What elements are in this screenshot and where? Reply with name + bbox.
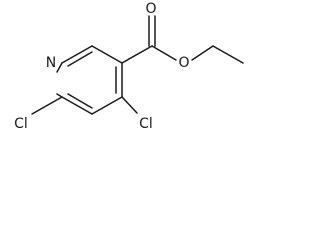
bond-c3-c4: [91, 45, 123, 64]
bond-ch2-to-ch3: [212, 45, 244, 64]
bond-ester-o-to-ch2: [191, 45, 214, 61]
bond-carbonyl-to-ester-o: [151, 45, 177, 61]
chlorine-right-label: Cl: [139, 116, 153, 132]
bond-c2-c3: [61, 45, 93, 64]
nitrogen-label: N: [46, 55, 56, 71]
chlorine-left-label: Cl: [14, 116, 28, 132]
bond-ring-to-ester: [121, 45, 153, 64]
bond-c6-c1-inner: [67, 93, 93, 109]
bond-c1-n: [56, 93, 63, 98]
substituent-bonds: [31, 15, 244, 115]
bond-c5-c6: [91, 96, 123, 115]
ester-oxygen-label: O: [178, 55, 189, 71]
carbonyl-oxygen-label: O: [145, 1, 156, 17]
bond-ring-to-cl-right: [121, 96, 138, 114]
bond-ring-to-cl-left: [31, 96, 63, 115]
bond-c2-c3-inner: [67, 51, 93, 67]
bond-n-c2: [56, 62, 63, 73]
pyridine-ring: [56, 45, 123, 115]
chemical-structure-diagram: N O O Cl Cl: [14, 1, 244, 132]
atom-labels: N O O Cl Cl: [14, 1, 189, 132]
bond-c6-c1: [61, 96, 93, 115]
